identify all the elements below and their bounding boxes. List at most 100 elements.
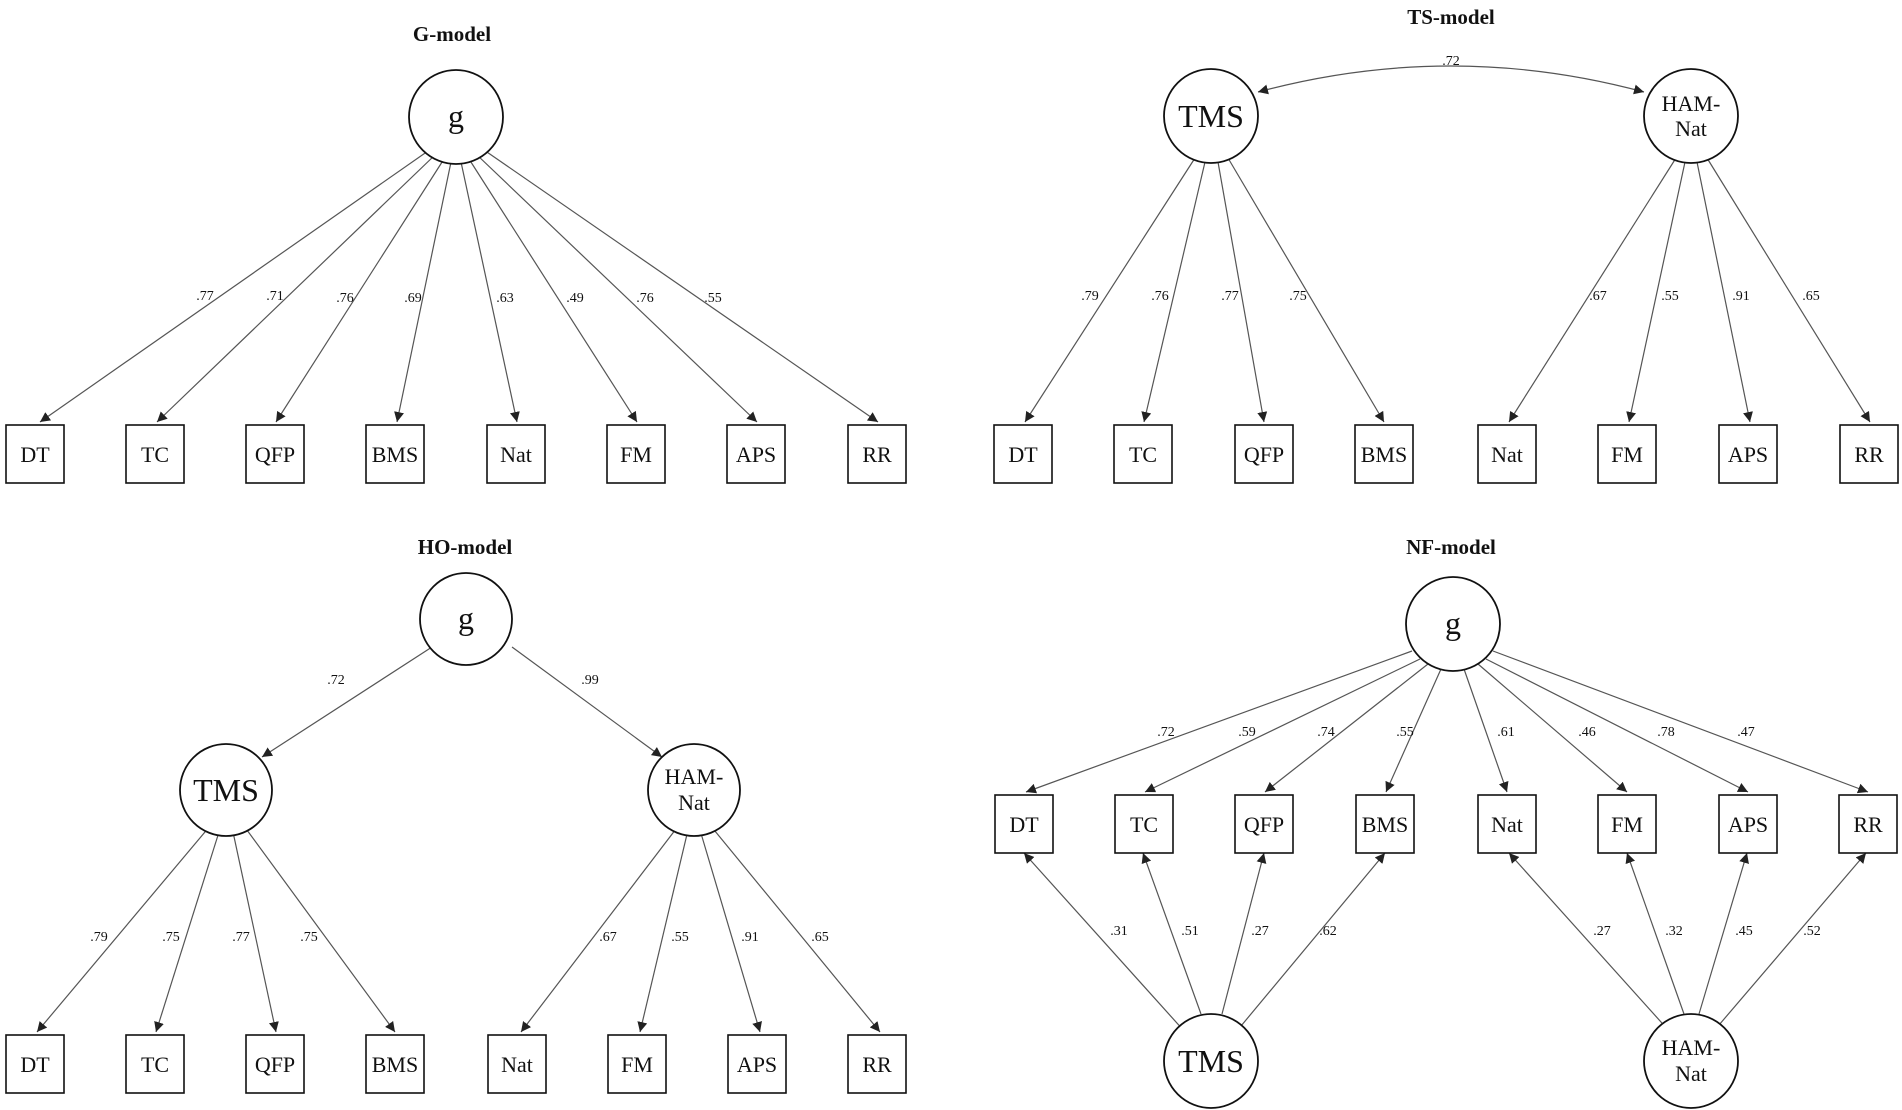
indicator-label: QFP	[255, 442, 295, 467]
loading-arrow	[520, 824, 680, 1033]
indicator-box	[1597, 424, 1657, 484]
panel-title: G-model	[413, 22, 491, 46]
indicator-box	[1597, 794, 1657, 854]
ho-model-loadings	[36, 824, 881, 1033]
loading-value: .91	[1732, 289, 1750, 304]
loading-value: .91	[741, 930, 759, 945]
indicator-label: RR	[862, 442, 892, 467]
indicator-label: DT	[1009, 812, 1039, 837]
g-model-loading-labels: .77 .71 .76 .69 .63 .49 .76 .55	[196, 289, 722, 306]
indicator-box	[847, 424, 907, 484]
factor-label: g	[458, 600, 474, 636]
loading-value: .78	[1657, 725, 1675, 740]
indicator-label: RR	[1853, 812, 1883, 837]
higher-order-arrow	[511, 646, 663, 758]
loading-value: .27	[1593, 924, 1611, 939]
factor-correlation-arrow	[1257, 65, 1645, 95]
panel-title: NF-model	[1406, 535, 1496, 559]
higher-order-arrow	[261, 646, 433, 758]
loading-value: .55	[1661, 289, 1679, 304]
loading-arrow	[460, 161, 520, 423]
indicator-box	[1838, 794, 1898, 854]
loading-value: .31	[1110, 924, 1128, 939]
loading-value: .77	[232, 930, 250, 945]
loading-arrow	[483, 149, 879, 423]
loading-value: .75	[300, 930, 318, 945]
factor-label: TMS	[1178, 98, 1244, 134]
tms-factor: TMS	[1163, 68, 1259, 164]
indicator-label: QFP	[1244, 812, 1284, 837]
indicator-box	[994, 794, 1054, 854]
indicator-label: APS	[736, 442, 776, 467]
loading-arrow	[394, 161, 452, 423]
indicator-label: DT	[20, 442, 50, 467]
loading-arrow	[1141, 161, 1206, 423]
indicator-label: BMS	[1361, 442, 1407, 467]
indicator-box	[1839, 424, 1899, 484]
loading-value: .55	[1396, 725, 1414, 740]
indicator-box	[1477, 424, 1537, 484]
loading-arrow	[1141, 852, 1202, 1015]
indicator-label: BMS	[372, 442, 418, 467]
loading-value: .65	[1802, 289, 1820, 304]
indicator-box	[245, 1034, 305, 1094]
indicator-box	[1114, 794, 1174, 854]
factor-label-line1: HAM-	[1662, 91, 1721, 116]
loading-arrow	[475, 153, 758, 423]
loading-arrow	[1696, 161, 1753, 423]
loading-value: .32	[1665, 924, 1683, 939]
loading-value: .67	[1589, 289, 1607, 304]
loading-value: .76	[1151, 289, 1169, 304]
factor-label-line1: HAM-	[1662, 1035, 1721, 1060]
indicator-label: QFP	[255, 1052, 295, 1077]
indicator-label: Nat	[500, 442, 532, 467]
indicator-label: APS	[737, 1052, 777, 1077]
loading-value: .27	[1251, 924, 1269, 939]
loading-arrow	[1625, 852, 1685, 1015]
loading-value: .69	[404, 291, 422, 306]
loading-value: .77	[196, 289, 214, 304]
loading-value: .79	[90, 930, 108, 945]
loading-value: .74	[1317, 725, 1335, 740]
loading-value: .76	[636, 291, 654, 306]
factor-label-line2: Nat	[678, 790, 710, 815]
loading-arrow	[1508, 852, 1671, 1033]
indicator-label: TC	[141, 442, 169, 467]
loading-arrow	[1463, 668, 1509, 793]
loading-arrow	[1264, 663, 1429, 793]
indicator-label: DT	[1008, 442, 1038, 467]
loading-value: .77	[1221, 289, 1239, 304]
loading-arrow	[156, 153, 437, 423]
indicator-label: TC	[141, 1052, 169, 1077]
nf-model-g-loading-labels: .72 .59 .74 .55 .61 .46 .78 .47	[1157, 725, 1755, 740]
indicator-label: APS	[1728, 442, 1768, 467]
indicator-box	[486, 424, 546, 484]
nf-model-specific-loadings	[1023, 852, 1867, 1033]
indicator-box	[125, 1034, 185, 1094]
ts-model-loading-labels: .79 .76 .77 .75 .67 .55 .91 .65	[1081, 289, 1820, 304]
indicator-box	[726, 424, 786, 484]
loading-value: .72	[1157, 725, 1175, 740]
indicator-box	[607, 1034, 667, 1094]
ho-model-loading-labels: .79 .75 .77 .75 .67 .55 .91 .65	[90, 930, 829, 945]
indicator-label: FM	[621, 1052, 653, 1077]
loading-arrow	[1024, 157, 1196, 423]
indicator-box	[365, 1034, 425, 1094]
ts-model-indicators: DT TC QFP BMS Nat FM APS RR	[993, 424, 1899, 484]
loading-value: .79	[1081, 289, 1099, 304]
ho-model-indicators: DT TC QFP BMS Nat FM APS RR	[5, 1034, 907, 1094]
ham-nat-factor: HAM- Nat	[1643, 1013, 1739, 1109]
indicator-label: Nat	[1491, 812, 1523, 837]
loading-arrow	[468, 158, 638, 423]
loading-arrow	[1698, 852, 1749, 1015]
indicator-box	[1234, 424, 1294, 484]
loading-value: .65	[811, 930, 829, 945]
indicator-box	[1477, 794, 1537, 854]
loading-value: .46	[1578, 725, 1596, 740]
loading-value: .61	[1497, 725, 1515, 740]
indicator-box	[993, 424, 1053, 484]
indicator-label: RR	[862, 1052, 892, 1077]
factor-label-line2: Nat	[1675, 1061, 1707, 1086]
indicator-box	[1354, 424, 1414, 484]
loading-arrow	[1626, 161, 1686, 423]
